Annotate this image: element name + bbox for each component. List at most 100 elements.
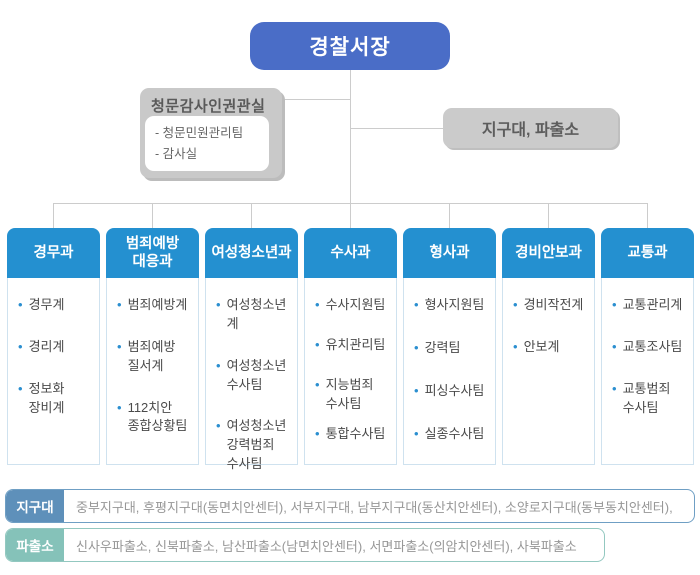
dept-team-label: 여성청소년 수사팀 xyxy=(226,357,287,392)
dept-column-gyeongmu: 경무과 • 경무계 • 경리계 •정보화 장비계 xyxy=(7,228,100,465)
drop-connector-line xyxy=(449,203,450,228)
audit-office-box: 청문감사인권관실 - 청문민원관리팀 - 감사실 xyxy=(140,88,282,178)
dept-team-label: 교통범죄 수사팀 xyxy=(622,380,671,415)
dept-team-label: 경비작전계 xyxy=(523,297,584,312)
bullet-icon: • xyxy=(315,426,320,442)
dept-header: 형사과 xyxy=(403,228,496,278)
dept-body: • 범죄예방계 •범죄예방 질서계 • 112치안 종합상황팀 xyxy=(106,278,199,465)
dept-team-label: 통합수사팀 xyxy=(325,426,386,442)
dept-team-item: • 경리계 xyxy=(18,338,95,357)
dept-header: 경비안보과 xyxy=(502,228,595,278)
dept-team-label: 경무계 xyxy=(28,297,65,312)
dept-team-label: 범죄예방계 xyxy=(127,297,188,312)
dept-header: 수사과 xyxy=(304,228,397,278)
substations-connector-line xyxy=(351,128,443,129)
dept-team-label: 여성청소년 강력범죄 수사팀 xyxy=(226,418,287,472)
drop-connector-line xyxy=(53,203,54,228)
dept-team-item: • 교통범죄 수사팀 xyxy=(612,380,689,418)
dept-body: • 경비작전계 •안보계 xyxy=(502,278,595,465)
legend-label-pachulso: 파출소 xyxy=(6,529,64,561)
bullet-icon: • xyxy=(513,297,518,312)
dept-team-item: • 범죄예방계 xyxy=(117,296,194,315)
drop-connector-line xyxy=(647,203,648,228)
dept-team-item: • 수사지원팀 xyxy=(315,296,392,315)
bullet-icon: • xyxy=(315,336,320,352)
dept-team-item: • 교통관리계 xyxy=(612,296,689,315)
bullet-icon: • xyxy=(612,380,617,396)
dept-team-label: 지능범죄 수사팀 xyxy=(325,376,374,411)
dept-column-security: 경비안보과 • 경비작전계 •안보계 xyxy=(502,228,595,465)
dept-header: 교통과 xyxy=(601,228,694,278)
dept-team-label: 112치안 종합상황팀 xyxy=(127,399,188,434)
dept-team-label: 범죄예방 질서계 xyxy=(127,338,176,373)
dept-team-label: 여성청소년계 xyxy=(226,297,287,331)
bullet-icon: • xyxy=(18,380,23,396)
dept-team-label: 경리계 xyxy=(28,338,65,354)
bullet-icon: • xyxy=(117,297,122,312)
dept-body: • 형사지원팀 • 강력팀 •피싱수사팀 • 실종수사팀 xyxy=(403,278,496,465)
dept-team-item: • 통합수사팀 xyxy=(315,425,392,444)
bullet-icon: • xyxy=(414,382,419,398)
dept-body: • 여성청소년계 • 여성청소년 수사팀 • 여성청소년 강력범죄 수사팀 xyxy=(205,278,298,471)
dept-team-label: 교통관리계 xyxy=(622,297,683,312)
dept-team-label: 강력팀 xyxy=(424,339,461,355)
dept-team-item: •유치관리팀 xyxy=(315,336,392,355)
dept-team-item: • 112치안 종합상황팀 xyxy=(117,399,194,437)
drop-connector-line xyxy=(251,203,252,228)
dept-header: 범죄예방 대응과 xyxy=(106,228,199,278)
dept-team-label: 형사지원팀 xyxy=(424,297,485,312)
dept-header: 여성청소년과 xyxy=(205,228,298,278)
substations-box: 지구대, 파출소 xyxy=(443,108,618,148)
audit-connector-line xyxy=(282,99,350,100)
dept-team-item: • 실종수사팀 xyxy=(414,425,491,444)
bullet-icon: • xyxy=(216,418,221,434)
bullet-icon: • xyxy=(414,425,419,441)
bullet-icon: • xyxy=(18,338,23,354)
bullet-icon: • xyxy=(216,357,221,373)
audit-office-title: 청문감사인권관실 xyxy=(151,98,266,115)
trunk-connector-line xyxy=(350,70,351,203)
chief-box: 경찰서장 xyxy=(250,22,450,70)
bullet-icon: • xyxy=(315,297,320,312)
dept-header: 경무과 xyxy=(7,228,100,278)
legend-row-pachulso: 파출소 신사우파출소, 신북파출소, 남산파출소(남면치안센터), 서면파출소(… xyxy=(5,528,605,562)
legend-text-pachulso: 신사우파출소, 신북파출소, 남산파출소(남면치안센터), 서면파출소(의암치안… xyxy=(76,538,577,554)
dept-team-item: •범죄예방 질서계 xyxy=(117,338,194,376)
bullet-icon: • xyxy=(612,297,617,312)
drop-connector-line xyxy=(152,203,153,228)
dept-team-item: •정보화 장비계 xyxy=(18,380,95,418)
dept-team-label: 교통조사팀 xyxy=(622,338,683,354)
dept-team-item: •지능범죄 수사팀 xyxy=(315,376,392,414)
dept-team-label: 실종수사팀 xyxy=(424,425,485,441)
audit-office-item: - 감사실 xyxy=(155,146,198,161)
legend-text-jigudae: 중부지구대, 후평지구대(동면치안센터), 서부지구대, 남부지구대(동산치안센… xyxy=(76,499,673,515)
dept-column-criminal: 형사과 • 형사지원팀 • 강력팀 •피싱수사팀 • 실종수사팀 xyxy=(403,228,496,465)
bullet-icon: • xyxy=(117,399,122,415)
bullet-icon: • xyxy=(414,339,419,355)
dept-column-crime-prevention: 범죄예방 대응과 • 범죄예방계 •범죄예방 질서계 • 112치안 종합상황팀 xyxy=(106,228,199,465)
bullet-icon: • xyxy=(18,297,23,312)
dept-body: •수사지원팀 •유치관리팀 •지능범죄 수사팀 •통합수사팀 xyxy=(304,278,397,465)
dept-team-label: 수사지원팀 xyxy=(325,297,386,312)
bullet-icon: • xyxy=(414,297,419,312)
bullet-icon: • xyxy=(612,338,617,354)
drop-connector-line xyxy=(350,203,351,228)
dept-body: • 경무계 • 경리계 •정보화 장비계 xyxy=(7,278,100,465)
chief-title: 경찰서장 xyxy=(309,36,391,59)
audit-office-item: - 청문민원관리팀 xyxy=(155,126,244,140)
dept-body: • 교통관리계 • 교통조사팀 • 교통범죄 수사팀 xyxy=(601,278,694,465)
dept-team-item: • 형사지원팀 xyxy=(414,296,491,315)
audit-office-panel: - 청문민원관리팀 - 감사실 xyxy=(145,116,269,171)
dept-team-item: • 여성청소년 수사팀 xyxy=(216,357,293,395)
dept-team-item: • 여성청소년 강력범죄 수사팀 xyxy=(216,417,293,474)
dept-column-women-youth: 여성청소년과 • 여성청소년계 • 여성청소년 수사팀 • 여성청소년 강력범죄 수사… xyxy=(205,228,298,471)
dept-column-traffic: 교통과 • 교통관리계 • 교통조사팀 • 교통범죄 수사팀 xyxy=(601,228,694,465)
legend-row-jigudae: 지구대 중부지구대, 후평지구대(동면치안센터), 서부지구대, 남부지구대(동… xyxy=(5,489,695,523)
bullet-icon: • xyxy=(216,297,221,312)
bullet-icon: • xyxy=(513,338,518,354)
dept-column-investigation: 수사과 •수사지원팀 •유치관리팀 •지능범죄 수사팀 •통합수사팀 xyxy=(304,228,397,465)
dept-team-item: •피싱수사팀 xyxy=(414,382,491,401)
dept-team-item: •안보계 xyxy=(513,338,590,357)
dept-team-item: • 경무계 xyxy=(18,296,95,315)
